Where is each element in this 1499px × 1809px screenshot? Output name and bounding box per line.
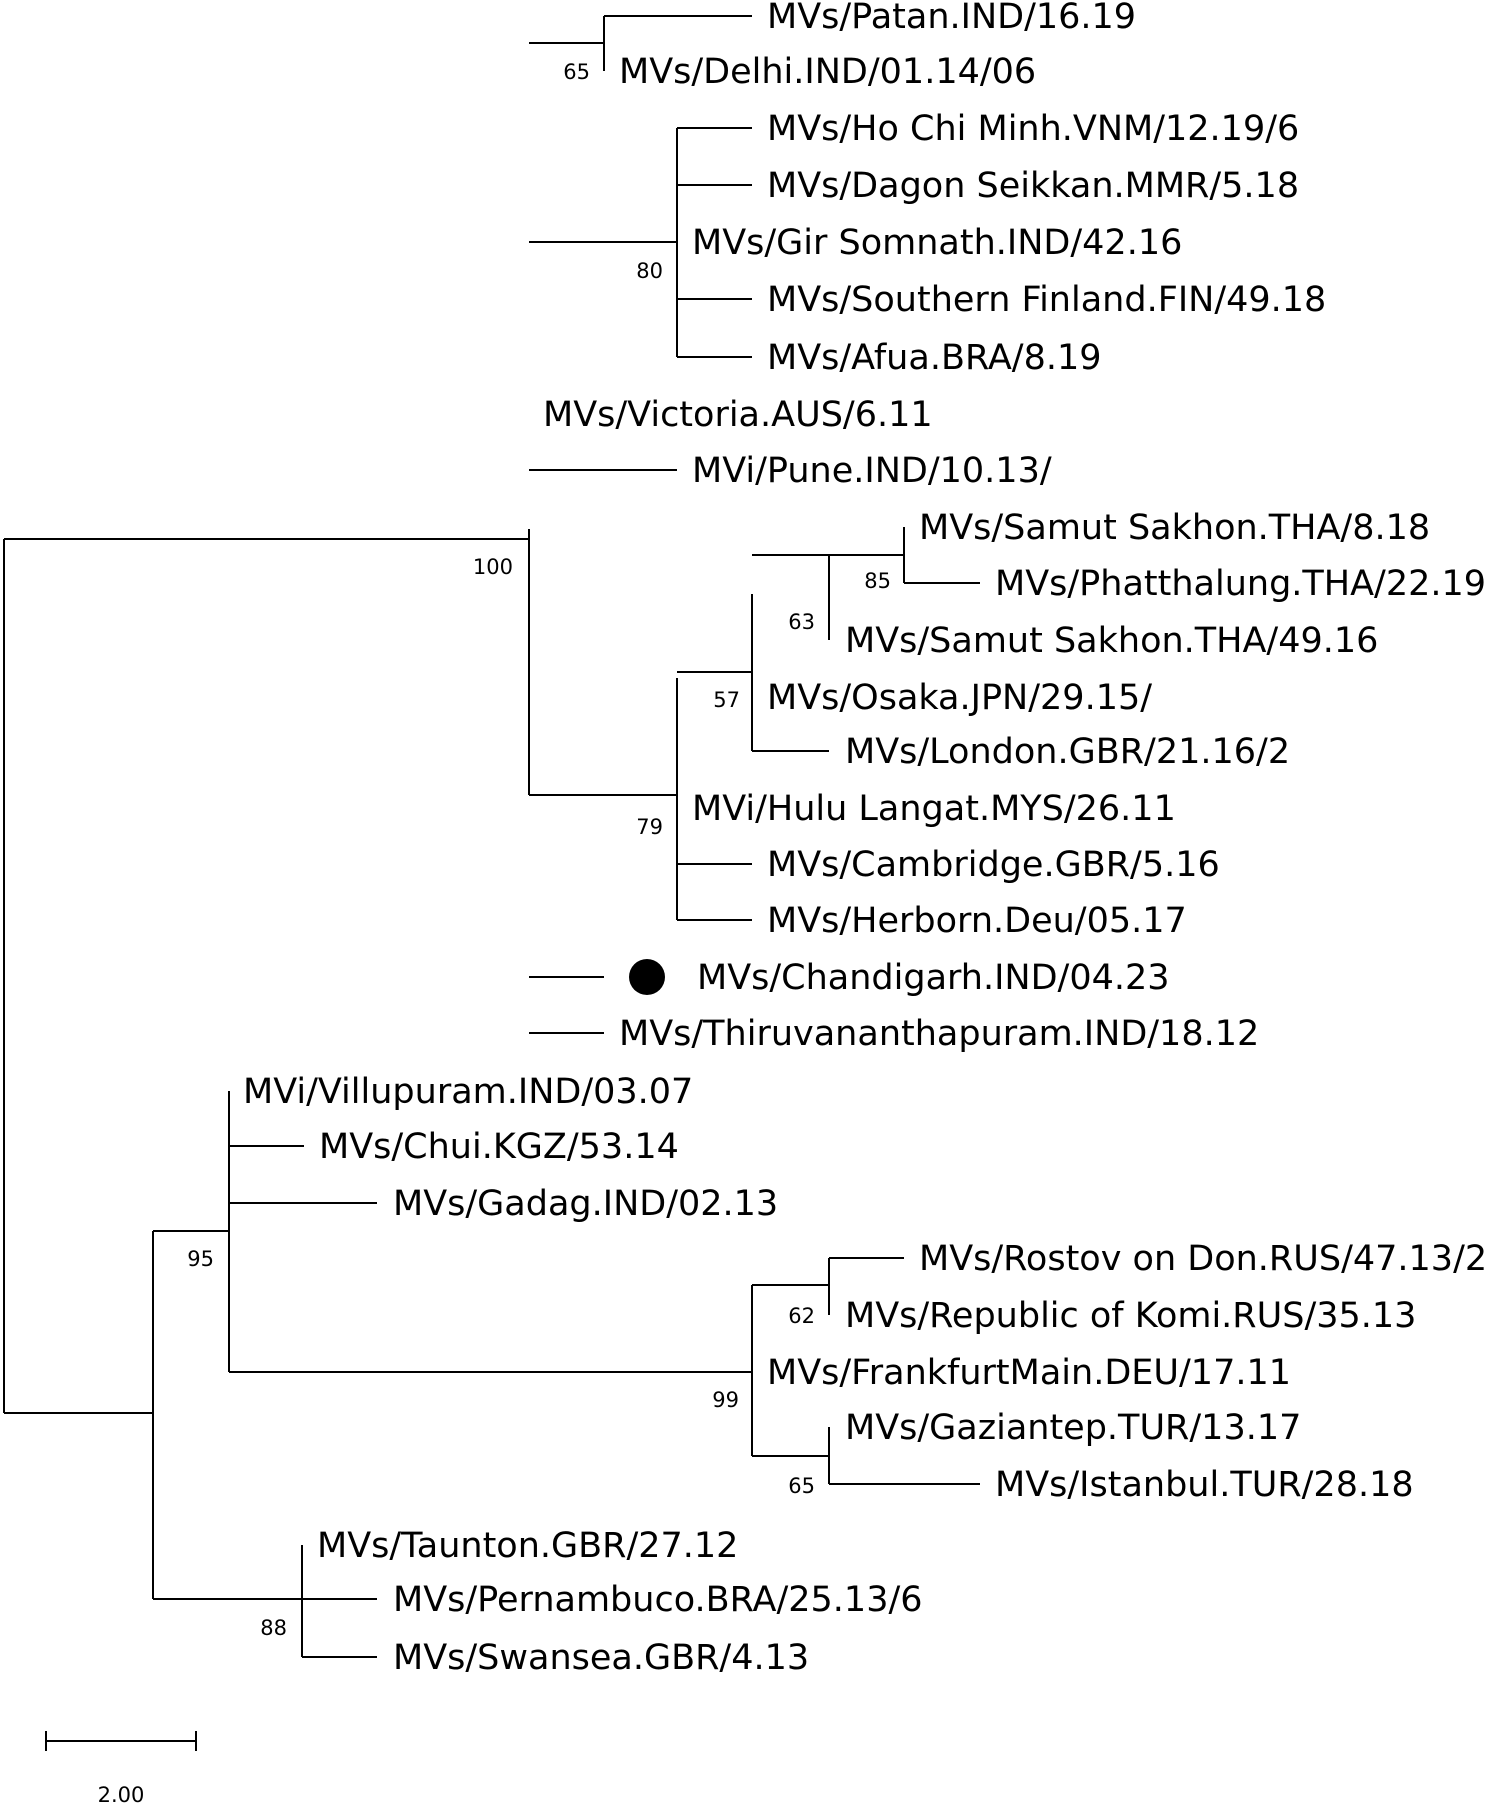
taxon-label: MVs/Gir Somnath.IND/42.16 [692, 223, 1182, 263]
taxon-label: MVs/Victoria.AUS/6.11 [543, 395, 933, 435]
taxon-label: MVs/Afua.BRA/8.19 [767, 338, 1102, 378]
support-values: 65 80 100 85 63 57 79 95 62 99 65 88 [187, 60, 891, 1640]
taxon-label: MVs/Delhi.IND/01.14/06 [619, 52, 1036, 92]
taxon-label: MVs/Chandigarh.IND/04.23 [697, 958, 1170, 998]
taxon-label: MVs/Dagon Seikkan.MMR/5.18 [767, 166, 1299, 206]
bootstrap-value: 57 [713, 688, 740, 712]
taxon-label: MVs/Pernambuco.BRA/25.13/6 [393, 1580, 923, 1620]
bootstrap-value: 88 [260, 1616, 287, 1640]
bootstrap-value: 99 [712, 1388, 739, 1412]
bootstrap-value: 85 [864, 569, 891, 593]
taxon-label: MVs/Gadag.IND/02.13 [393, 1184, 778, 1224]
bootstrap-value: 80 [636, 259, 663, 283]
bootstrap-value: 95 [187, 1247, 214, 1271]
taxon-label: MVs/Rostov on Don.RUS/47.13/2 [919, 1239, 1487, 1279]
taxon-label: MVs/Ho Chi Minh.VNM/12.19/6 [767, 109, 1299, 149]
taxon-label: MVi/Pune.IND/10.13/ [692, 451, 1052, 491]
tree-branches [3, 15, 980, 1658]
bootstrap-value: 65 [563, 60, 590, 84]
taxon-label: MVi/Villupuram.IND/03.07 [243, 1072, 693, 1112]
taxon-label: MVs/Southern Finland.FIN/49.18 [767, 280, 1326, 320]
scale-bar-label: 2.00 [98, 1783, 145, 1807]
taxon-labels: MVs/Patan.IND/16.19MVs/Delhi.IND/01.14/0… [243, 0, 1487, 1678]
bootstrap-value: 63 [788, 610, 815, 634]
taxon-label: MVs/Patan.IND/16.19 [767, 0, 1136, 37]
taxon-label: MVs/London.GBR/21.16/2 [845, 732, 1290, 772]
bootstrap-value: 65 [788, 1474, 815, 1498]
taxon-label: MVs/Gaziantep.TUR/13.17 [845, 1408, 1301, 1448]
taxon-label: MVs/Thiruvananthapuram.IND/18.12 [619, 1014, 1259, 1054]
taxon-label: MVs/FrankfurtMain.DEU/17.11 [767, 1353, 1291, 1393]
taxon-label: MVs/Taunton.GBR/27.12 [317, 1526, 738, 1566]
taxon-label: MVs/Swansea.GBR/4.13 [393, 1638, 809, 1678]
taxon-label: MVi/Hulu Langat.MYS/26.11 [692, 789, 1176, 829]
taxon-label: MVs/Istanbul.TUR/28.18 [995, 1465, 1414, 1505]
bootstrap-value: 100 [473, 555, 513, 579]
taxon-label: MVs/Herborn.Deu/05.17 [767, 901, 1187, 941]
highlight-circle-marker [629, 959, 665, 995]
taxon-label: MVs/Samut Sakhon.THA/49.16 [845, 621, 1378, 661]
taxon-label: MVs/Chui.KGZ/53.14 [319, 1127, 679, 1167]
bootstrap-value: 62 [788, 1304, 815, 1328]
taxon-label: MVs/Republic of Komi.RUS/35.13 [845, 1296, 1416, 1336]
bootstrap-value: 79 [636, 815, 663, 839]
taxon-label: MVs/Samut Sakhon.THA/8.18 [919, 508, 1430, 548]
scale-bar: 2.00 [45, 1731, 197, 1807]
taxon-label: MVs/Cambridge.GBR/5.16 [767, 845, 1220, 885]
taxon-label: MVs/Phatthalung.THA/22.19 [995, 564, 1486, 604]
taxon-label: MVs/Osaka.JPN/29.15/ [767, 678, 1152, 718]
